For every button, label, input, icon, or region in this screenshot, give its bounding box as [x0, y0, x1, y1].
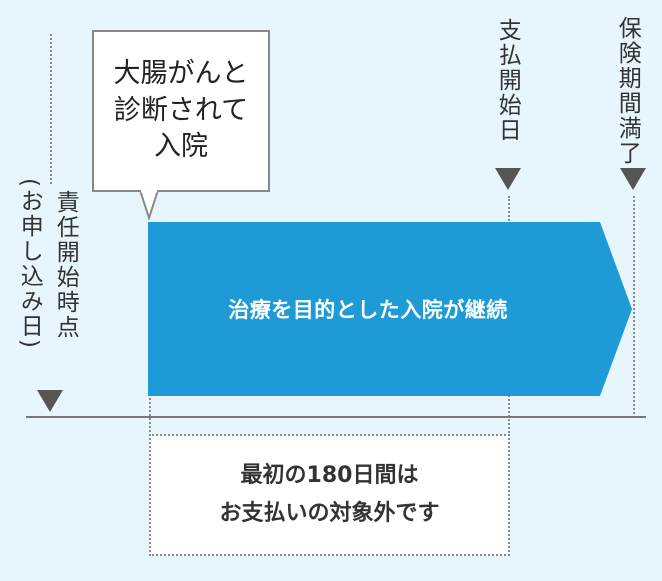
application-date-label: (お申し込み日) — [16, 178, 43, 350]
end-guide-line — [633, 196, 635, 418]
payment-marker-triangle-icon — [495, 168, 521, 190]
start-marker-triangle-icon — [37, 390, 63, 412]
timeline-axis — [26, 416, 646, 418]
hospitalization-arrow — [148, 222, 632, 396]
callout-tail — [140, 190, 160, 220]
callout-text: 大腸がんと 診断されて 入院 — [113, 58, 249, 163]
excluded-period-text: 最初の180日間は お支払いの対象外です — [219, 462, 440, 527]
payment-start-label: 支払開始日 — [494, 18, 521, 143]
arrow-label: 治療を目的とした入院が継続 — [228, 298, 508, 322]
start-guide-line — [50, 34, 52, 184]
diagnosis-callout: 大腸がんと 診断されて 入院 — [92, 30, 270, 192]
end-marker-triangle-icon — [620, 168, 646, 190]
coverage-end-label: 保険期間満了 — [614, 16, 641, 166]
responsibility-start-label: 責任開始時点 — [52, 190, 79, 340]
excluded-period-box: 最初の180日間は お支払いの対象外です — [149, 434, 510, 556]
